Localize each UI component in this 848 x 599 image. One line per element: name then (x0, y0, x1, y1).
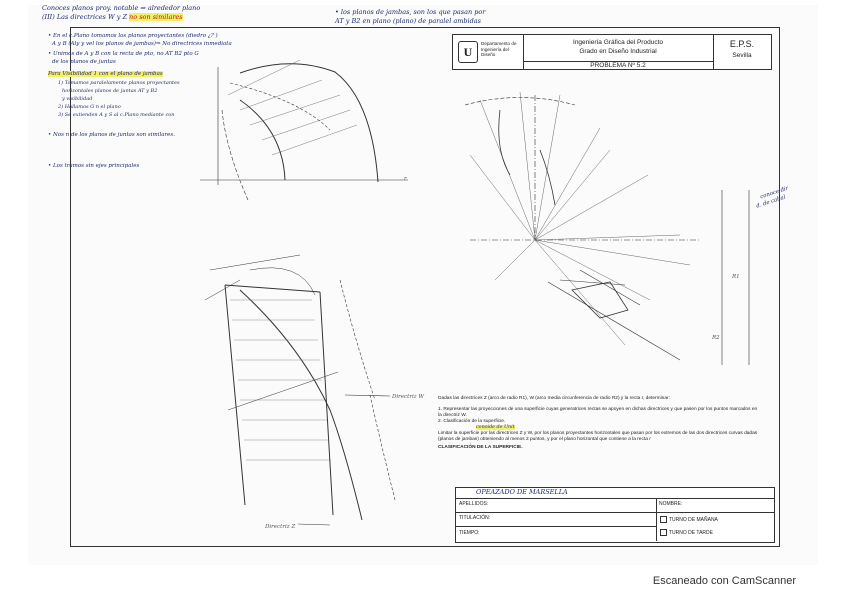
problem-statement: Dadas las directrices Z (arco de radio R… (438, 396, 760, 451)
subject-cell: Ingeniería Gráfica del Producto Grado en… (523, 35, 714, 69)
note-list-3c: y visibilidad (62, 96, 93, 102)
note-top-center-1: • los planos de jambas, son los que pasa… (335, 8, 486, 16)
degree-field[interactable]: TITULACIÓN: (456, 512, 657, 527)
note-list-3e: 3) Se extienden A y S al c.Plano mediant… (58, 112, 175, 118)
note-list-2b: de los planos de juntas (52, 59, 116, 65)
note-list-1b: A y B (Aly y vel los planos de jambas)⇒ … (52, 41, 232, 47)
statement-classification: CLASIFICACIÓN DE LA SUPERFICIE. (438, 445, 523, 450)
label-directriz-z: Directriz Z (264, 524, 295, 530)
note-list-3-highlight: Para Visibilidad 1 con el plano de jamba… (48, 71, 163, 77)
directrix-w-pointer (344, 394, 391, 397)
label-r2: R2 (711, 335, 720, 341)
department-name: Departamento de Ingeniería del Diseño (481, 41, 517, 57)
school-line-1: E.P.S. (729, 39, 755, 49)
lines-bottom-right (559, 269, 641, 306)
curve-top-view (498, 109, 556, 206)
student-block: OPEAZADO DE MARSELLA APELLIDOS: NOMBRE: … (455, 487, 775, 543)
hidden-arc-1 (229, 82, 331, 131)
morning-shift-option[interactable]: TURNO DE MAÑANA (660, 516, 718, 523)
plan-hatch (230, 299, 331, 461)
title-block: U Departamento de Ingeniería del Diseño … (452, 34, 772, 70)
note-list-1a: • En el c.Plano tomamos los planos proye… (48, 33, 218, 39)
directrix-w-elevation (239, 99, 286, 181)
plan-hidden (339, 279, 396, 501)
directrix-z-elevation (239, 63, 379, 183)
statement-item-2-note: conoide de Unit (476, 425, 515, 430)
note-top-left-1: Conoces planos proy. notable ⇒ alrededor… (42, 4, 201, 12)
note-list-3a: 1) Tomamos paralelamente planos proyecta… (58, 80, 180, 86)
plan-top-lines (204, 254, 316, 301)
generatrices-elevation (227, 59, 358, 156)
statement-item-1: 1. Representar las proyecciones de una s… (438, 407, 758, 418)
drawing-frame (70, 27, 780, 547)
subject-line-1: Ingeniería Gráfica del Producto (573, 39, 663, 46)
directrix-w-plan (239, 289, 363, 521)
note-list-4: • Nos n de los planos de juntas son simi… (48, 132, 175, 138)
school-line-2: Sevilla (732, 52, 752, 59)
camscanner-footer: Escaneado con CamScanner (652, 575, 796, 587)
projection-rays (469, 91, 691, 346)
department-logo: U Departamento de Ingeniería del Diseño (453, 35, 524, 69)
time-field[interactable]: TIEMPO: (456, 526, 657, 541)
school-cell: E.P.S. Sevilla (713, 35, 771, 69)
note-list-5: • Los tramos sin ejes principales (48, 163, 140, 169)
directrix-z-pointer (297, 523, 331, 526)
classification-answer-row: OPEAZADO DE MARSELLA (456, 488, 774, 499)
hidden-arc-2 (221, 109, 249, 201)
afternoon-shift-option[interactable]: TURNO DE TARDE (660, 529, 713, 536)
scanned-sheet (28, 5, 818, 565)
statement-item-2: 2. Clasificación de la superficie. (438, 419, 506, 424)
note-list-3b: horizontales planos de juntas AT y B2 (62, 88, 158, 94)
label-r1: R1 (731, 274, 740, 280)
afternoon-shift-checkbox[interactable] (660, 529, 667, 536)
note-top-center-2: AT y B2 en plano (plano) de paralel ambi… (335, 17, 482, 25)
plan-cross-line (227, 371, 339, 411)
problem-number: PROBLEMA Nº 5.2 (523, 61, 713, 70)
subject-line-2: Grado en Diseño Industrial (579, 48, 657, 55)
quad-bottom-right (571, 281, 629, 319)
note-list-2a: • Unimos de A y B con la recta de pto, n… (48, 51, 199, 57)
note-list-3d: 2) Hallamos G n el plano (58, 104, 121, 110)
classification-answer: OPEAZADO DE MARSELLA (476, 488, 568, 496)
statement-limit: Limitar la superficie por las directrice… (438, 431, 758, 442)
morning-shift-checkbox[interactable] (660, 516, 667, 523)
label-directriz-w: Directriz W (391, 394, 425, 400)
logo-icon: U (458, 41, 478, 63)
name-field[interactable]: NOMBRE: (656, 498, 774, 513)
circle-arc-top (464, 97, 576, 106)
statement-intro: Dadas las directrices Z (arco de radio R… (438, 396, 670, 401)
note-top-left-2: (III) Las directrices W y Z no son simil… (42, 13, 183, 21)
label-r: r (404, 176, 407, 182)
surname-field[interactable]: APELLIDOS: (456, 498, 657, 513)
long-diagonal-right (547, 281, 681, 361)
